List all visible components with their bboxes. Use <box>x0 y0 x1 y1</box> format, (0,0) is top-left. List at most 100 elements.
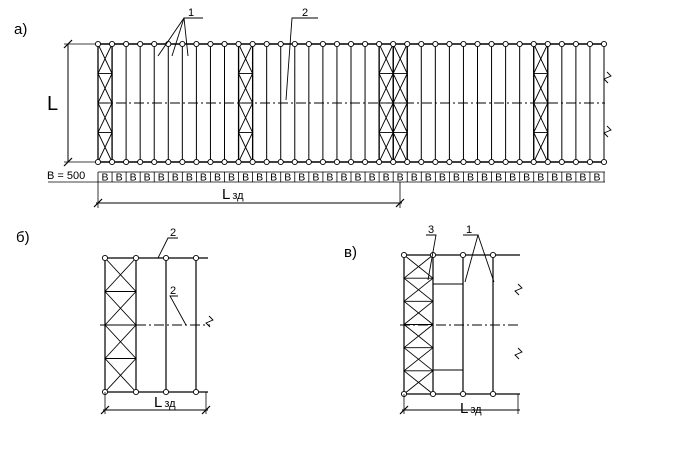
node-hinge <box>489 390 497 398</box>
node-hinge <box>586 40 593 48</box>
node-hinge <box>101 254 109 262</box>
panel-a-bracing <box>97 43 549 163</box>
node-hinge <box>165 158 172 166</box>
node-hinge <box>446 40 453 48</box>
brace-diagonal <box>392 102 408 133</box>
break-mark-lower <box>603 125 612 138</box>
dimension-lzd-tick-right <box>395 198 405 208</box>
module-cell-label: В <box>355 172 362 184</box>
module-cell-label: В <box>158 172 165 184</box>
node-hinge <box>400 251 408 259</box>
node-hinge <box>530 40 537 48</box>
module-cell-label: В <box>102 172 109 184</box>
brace-diagonal <box>238 73 254 104</box>
b-dimension-tick-left <box>100 405 110 415</box>
brace-diagonal <box>392 43 408 74</box>
module-cell-label: В <box>340 172 347 184</box>
v-callout-1-leader-a <box>463 234 479 283</box>
brace-diagonal <box>104 358 137 393</box>
brace-diagonal <box>392 73 408 104</box>
brace-diagonal <box>533 132 549 163</box>
node-hinge <box>179 158 186 166</box>
callout-1-leader-c <box>183 17 189 57</box>
node-hinge <box>235 158 242 166</box>
node-hinge <box>162 388 170 396</box>
module-cell-label: В <box>411 172 418 184</box>
module-cell-label: В <box>383 172 390 184</box>
node-hinge <box>132 388 140 396</box>
node-hinge <box>162 254 170 262</box>
node-hinge <box>249 40 256 48</box>
v-callout-3-label: 3 <box>428 224 434 236</box>
node-hinge <box>530 158 537 166</box>
node-hinge <box>137 40 144 48</box>
node-hinge <box>221 40 228 48</box>
break-mark-upper <box>603 71 612 84</box>
node-hinge <box>94 40 102 48</box>
v-bracing <box>403 254 434 395</box>
node-hinge <box>474 40 481 48</box>
module-cell-label: В <box>228 172 235 184</box>
brace-diagonal <box>403 347 434 372</box>
b-bracing <box>104 257 137 393</box>
module-cell-label: В <box>326 172 333 184</box>
node-hinge <box>277 158 284 166</box>
node-hinge <box>333 40 340 48</box>
node-hinge <box>600 158 608 166</box>
node-hinge <box>558 158 565 166</box>
module-cell-label: В <box>509 172 516 184</box>
brace-diagonal <box>533 102 549 133</box>
module-cell-label: В <box>579 172 586 184</box>
node-hinge <box>459 390 467 398</box>
node-hinge <box>572 40 579 48</box>
v-dimension-tick-left <box>399 405 409 415</box>
node-hinge <box>221 158 228 166</box>
panel-a-label: а) <box>14 21 27 38</box>
node-hinge <box>376 158 383 166</box>
v-callout-3-leader <box>426 234 437 281</box>
module-cell-label: В <box>242 172 249 184</box>
node-hinge <box>151 40 158 48</box>
node-hinge <box>362 158 369 166</box>
node-hinge <box>291 158 298 166</box>
node-hinge <box>488 158 495 166</box>
v-callout-1-label: 1 <box>466 224 472 236</box>
brace-diagonal <box>238 102 254 133</box>
brace-diagonal <box>97 43 113 74</box>
brace-diagonal <box>104 291 137 326</box>
node-hinge <box>429 390 437 398</box>
node-hinge <box>193 40 200 48</box>
node-hinge <box>418 158 425 166</box>
module-cell-label: В <box>467 172 474 184</box>
node-hinge <box>460 40 467 48</box>
node-hinge <box>600 40 608 48</box>
module-cell-label: В <box>481 172 488 184</box>
module-cell-label: В <box>186 172 193 184</box>
v-break-mark-upper <box>514 283 523 296</box>
node-hinge <box>123 158 130 166</box>
b-dimension-tick-right <box>201 405 211 415</box>
brace-diagonal <box>97 102 113 133</box>
node-hinge <box>235 40 242 48</box>
node-hinge <box>192 388 200 396</box>
node-hinge <box>418 40 425 48</box>
brace-diagonal <box>238 43 254 74</box>
brace-diagonal <box>238 132 254 163</box>
module-cell-label: В <box>298 172 305 184</box>
node-hinge <box>109 158 116 166</box>
node-hinge <box>207 158 214 166</box>
node-hinge <box>516 158 523 166</box>
b-callout-2-mid-label: 2 <box>170 285 176 297</box>
node-hinge <box>516 40 523 48</box>
module-cell-label: В <box>537 172 544 184</box>
node-hinge <box>474 158 481 166</box>
panel-a-nodes <box>94 40 608 166</box>
node-hinge <box>347 40 355 48</box>
module-cell-label: В <box>369 172 376 184</box>
v-nodes <box>400 251 497 398</box>
node-hinge <box>151 158 158 166</box>
node-hinge <box>544 40 551 48</box>
node-hinge <box>179 40 186 48</box>
module-cell-label: В <box>172 172 179 184</box>
